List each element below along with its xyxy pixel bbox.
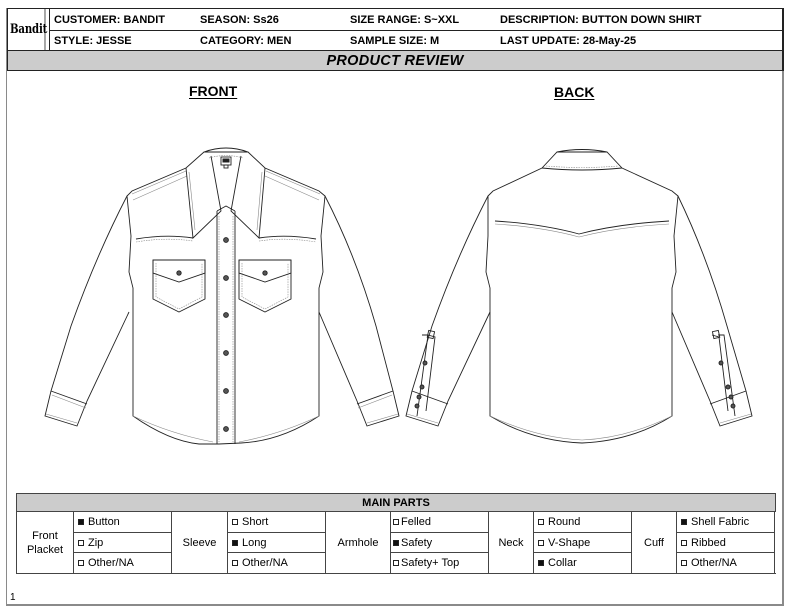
category-sleeve: Sleeve [172,512,228,573]
last-update-field: LAST UPDATE: 28-May-25 [500,34,637,47]
option-other-na[interactable]: Other/NA [74,552,171,573]
neck-options: Round V-Shape Collar [534,512,632,573]
checked-box-icon [78,518,84,525]
customer-field: CUSTOMER: BANDIT [54,13,166,26]
category-cuff: Cuff [632,512,677,573]
unchecked-box-icon [232,560,238,567]
option-v-shape[interactable]: V-Shape [534,531,631,553]
option-safety[interactable]: Safety [391,531,488,553]
header-block: Bandit CUSTOMER: BANDIT SEASON: Ss26 SIZ… [7,8,784,51]
category-front-placket: Front Placket [17,512,74,573]
option-collar[interactable]: Collar [534,552,631,573]
option-short[interactable]: Short [228,512,325,532]
option-other-na[interactable]: Other/NA [677,552,774,573]
sleeve-options: Short Long Other/NA [228,512,326,573]
back-view-label: BACK [554,84,595,100]
header-info: CUSTOMER: BANDIT SEASON: Ss26 SIZE RANGE… [50,9,782,50]
option-felled[interactable]: Felled [391,512,488,532]
category-armhole: Armhole [326,512,391,573]
option-button[interactable]: Button [74,512,171,532]
header-row-2: STYLE: JESSE CATEGORY: MEN SAMPLE SIZE: … [50,30,782,50]
unchecked-box-icon [232,518,238,525]
checked-box-icon [681,518,687,525]
front-shirt-sketch-icon [44,147,400,445]
option-zip[interactable]: Zip [74,531,171,553]
checked-box-icon [232,539,238,546]
spec-sheet-page: Bandit CUSTOMER: BANDIT SEASON: Ss26 SIZ… [6,8,784,606]
unchecked-box-icon [78,539,84,546]
unchecked-box-icon [538,518,544,525]
season-field: SEASON: Ss26 [200,13,279,26]
armhole-options: Felled Safety Safety+ Top [391,512,489,573]
size-range-field: SIZE RANGE: S~XXL [350,13,460,26]
unchecked-box-icon [538,539,544,546]
category-field: CATEGORY: MEN [200,34,292,47]
category-neck: Neck [489,512,534,573]
checked-box-icon [393,539,399,546]
option-safety-top[interactable]: Safety+ Top [391,552,488,573]
option-ribbed[interactable]: Ribbed [677,531,774,553]
brand-logo-cell: Bandit [8,9,50,50]
option-round[interactable]: Round [534,512,631,532]
unchecked-box-icon [78,560,84,567]
option-long[interactable]: Long [228,531,325,553]
option-other-na[interactable]: Other/NA [228,552,325,573]
checked-box-icon [538,560,544,567]
unchecked-box-icon [393,560,399,567]
main-parts-table: MAIN PARTS Front Placket Button Zip Othe… [16,493,776,574]
sample-size-field: SAMPLE SIZE: M [350,34,440,47]
unchecked-box-icon [681,539,687,546]
description-field: DESCRIPTION: BUTTON DOWN SHIRT [500,13,702,26]
unchecked-box-icon [681,560,687,567]
brand-logo: Bandit [10,9,47,50]
main-parts-grid: Front Placket Button Zip Other/NA Sleeve… [16,512,776,574]
page-title: PRODUCT REVIEW [7,50,784,71]
front-placket-options: Button Zip Other/NA [74,512,172,573]
page-number: 1 [10,592,16,603]
main-parts-title: MAIN PARTS [16,493,776,512]
back-shirt-sketch-icon [405,149,753,444]
unchecked-box-icon [393,518,399,525]
cuff-options: Shell Fabric Ribbed Other/NA [677,512,775,573]
option-shell-fabric[interactable]: Shell Fabric [677,512,774,532]
front-view-label: FRONT [189,83,238,99]
header-row-1: CUSTOMER: BANDIT SEASON: Ss26 SIZE RANGE… [50,9,782,30]
style-field: STYLE: JESSE [54,34,132,47]
